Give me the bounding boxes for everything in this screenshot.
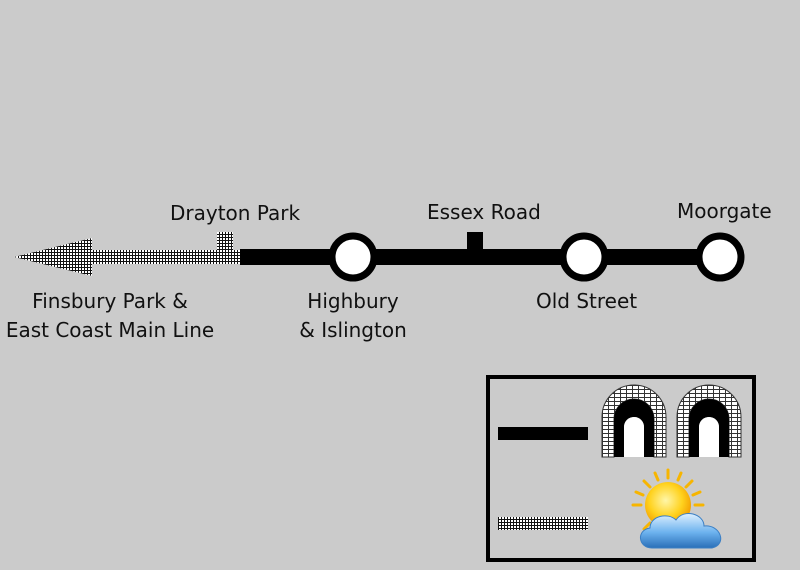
- destination-label-line1: Finsbury Park &: [32, 289, 188, 313]
- station-label-highbury-line1: Highbury: [307, 289, 399, 313]
- legend-hatched-line: [498, 517, 588, 530]
- sun-cloud-icon: [631, 468, 722, 549]
- station-label-drayton-park: Drayton Park: [170, 201, 301, 225]
- destination-label: Finsbury Park & East Coast Main Line: [4, 287, 216, 345]
- destination-label-line2: East Coast Main Line: [5, 318, 215, 342]
- station-label-highbury: Highbury & Islington: [296, 287, 410, 345]
- station-marker-moorgate: [695, 232, 745, 282]
- station-tick-essex-road: [467, 232, 483, 252]
- open-air-section: [14, 238, 240, 276]
- station-marker-highbury: [328, 232, 378, 282]
- station-tick-drayton-park: [217, 232, 233, 250]
- station-label-highbury-line2: & Islington: [299, 318, 407, 342]
- legend: [486, 375, 756, 562]
- station-label-moorgate: Moorgate: [677, 199, 772, 223]
- legend-solid-line: [498, 427, 588, 440]
- station-marker-old-street: [559, 232, 609, 282]
- station-label-essex-road: Essex Road: [427, 200, 541, 224]
- arrow-left-icon: [14, 238, 92, 276]
- tunnel-portals-icon: [601, 384, 742, 458]
- station-label-old-street: Old Street: [536, 289, 638, 313]
